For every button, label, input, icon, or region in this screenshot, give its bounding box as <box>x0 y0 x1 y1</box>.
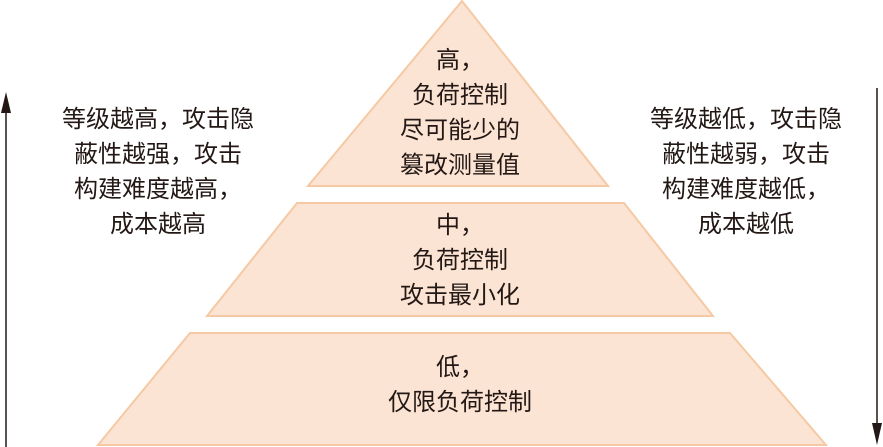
text-line: 等级越低，攻击隐 <box>650 105 842 133</box>
text-line: 高， <box>436 46 484 74</box>
text-line: 成本越高 <box>110 210 206 238</box>
pyramid-bottom-level <box>95 332 829 446</box>
text-line: 构建难度越低， <box>662 175 830 203</box>
text-line: 蔽性越弱，攻击 <box>662 140 830 168</box>
pyramid-middle-level <box>204 202 716 317</box>
text-line: 负荷控制 <box>412 81 508 109</box>
text-line: 构建难度越高， <box>74 175 242 203</box>
up-arrow <box>1 92 11 447</box>
text-line: 蔽性越强，攻击 <box>74 140 242 168</box>
text-line: 中， <box>436 211 484 239</box>
down-arrow <box>872 88 882 445</box>
text-line: 成本越低 <box>698 210 794 238</box>
text-line: 等级越高，攻击隐 <box>62 105 254 133</box>
level-low-text: 低， 仅限负荷控制 <box>388 350 532 420</box>
text-line: 攻击最小化 <box>400 281 520 309</box>
right-note: 等级越低，攻击隐 蔽性越弱，攻击 构建难度越低， 成本越低 <box>650 102 842 242</box>
level-high-text: 高， 负荷控制 尽可能少的 篡改测量值 <box>400 43 520 183</box>
text-line: 仅限负荷控制 <box>388 388 532 416</box>
left-note: 等级越高，攻击隐 蔽性越强，攻击 构建难度越高， 成本越高 <box>62 102 254 242</box>
pyramid-top-level <box>305 0 611 187</box>
text-line: 篡改测量值 <box>400 151 520 179</box>
text-line: 负荷控制 <box>412 246 508 274</box>
level-medium-text: 中， 负荷控制 攻击最小化 <box>400 208 520 313</box>
text-line: 尽可能少的 <box>400 116 520 144</box>
text-line: 低， <box>436 353 484 381</box>
